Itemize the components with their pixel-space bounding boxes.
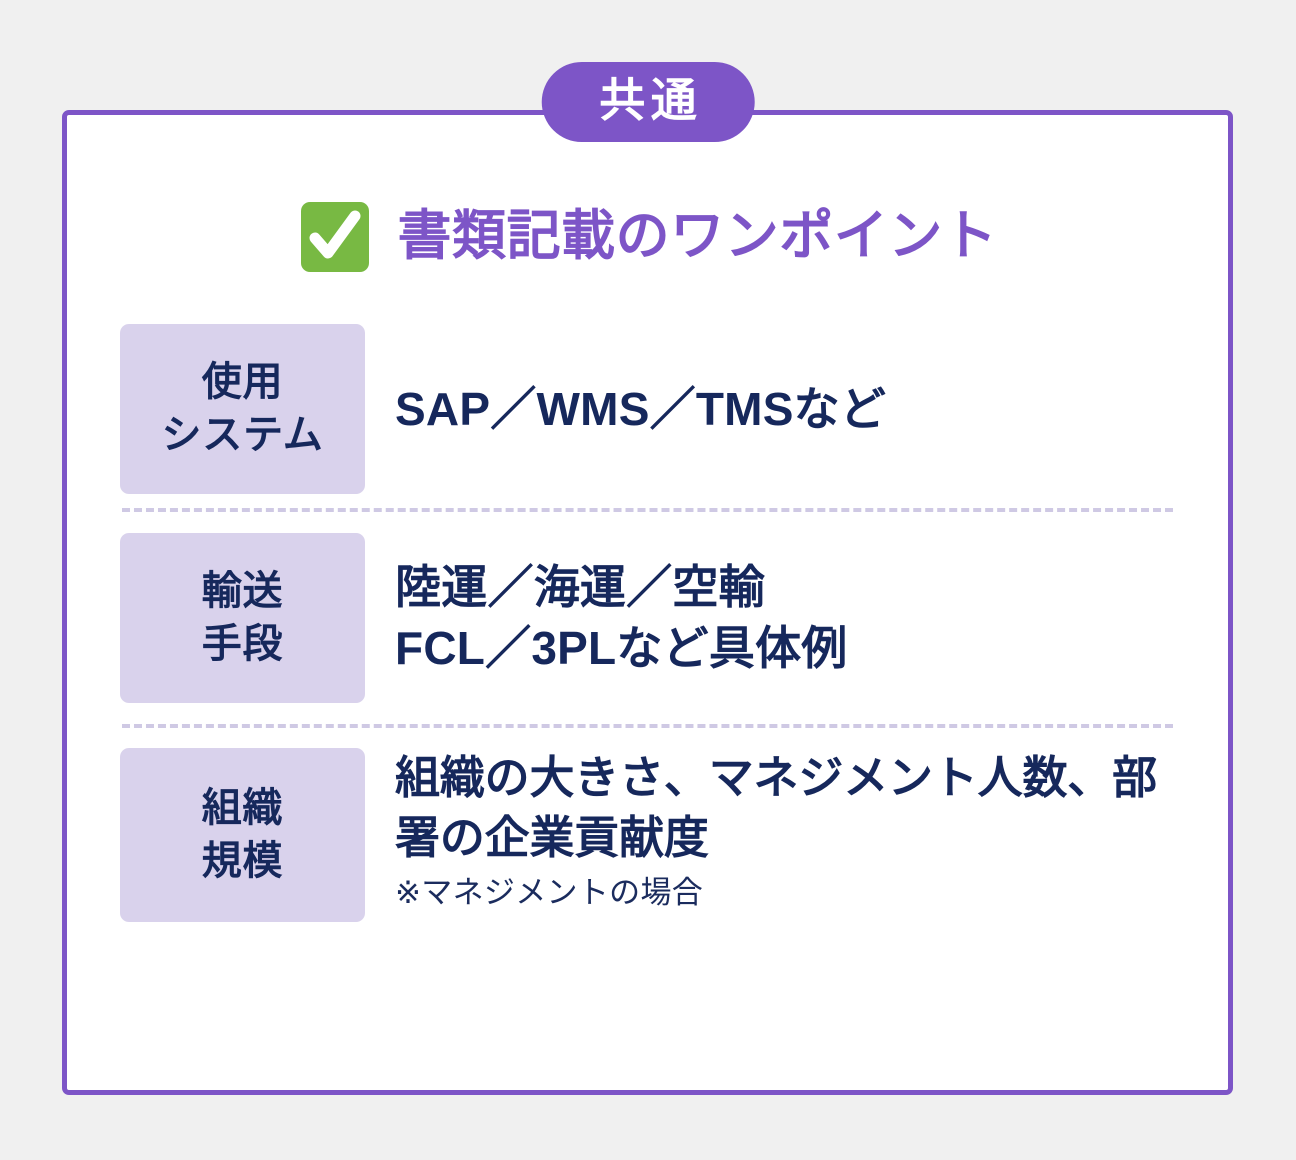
row-divider	[122, 508, 1173, 512]
row-content-line-1: 組織の大きさ、マネジメント人数、部署の企業貢献度	[395, 752, 1157, 864]
row-label-organization: 組織 規模	[120, 748, 365, 922]
table-row: 輸送 手段 陸運／海運／空輸 FCL／3PLなど具体例	[67, 512, 1228, 724]
row-content-line-1: SAP／WMS／TMSなど	[395, 382, 887, 435]
page-title: 書類記載のワンポイント	[397, 206, 998, 267]
row-content-system: SAP／WMS／TMSなど	[365, 379, 1180, 440]
row-label-line-2: 手段	[201, 622, 284, 666]
table-row: 組織 規模 組織の大きさ、マネジメント人数、部署の企業貢献度 ※マネジメントの場…	[67, 728, 1228, 963]
row-content-organization: 組織の大きさ、マネジメント人数、部署の企業貢献度 ※マネジメントの場合	[365, 748, 1180, 913]
common-info-card: 書類記載のワンポイント 使用 システム SAP／WMS／TMSなど 輸送 手段	[62, 110, 1233, 1095]
row-label-system: 使用 システム	[120, 324, 365, 494]
row-label-line-1: 使用	[201, 360, 284, 405]
white-heavy-check-mark-icon	[298, 197, 372, 277]
row-content-transport: 陸運／海運／空輸 FCL／3PLなど具体例	[365, 557, 1180, 678]
row-label-transport: 輸送 手段	[120, 533, 365, 703]
row-content-line-1: 陸運／海運／空輸	[395, 561, 765, 614]
row-footnote: ※マネジメントの場合	[395, 874, 704, 910]
table-row: 使用 システム SAP／WMS／TMSなど	[67, 310, 1228, 508]
row-label-line-1: 輸送	[201, 569, 284, 614]
row-label-line-1: 組織	[201, 786, 284, 831]
row-label-line-2: 規模	[201, 839, 284, 883]
row-label-line-2: システム	[161, 413, 324, 457]
card-heading: 書類記載のワンポイント	[67, 197, 1228, 277]
status-badge: 共通	[541, 62, 755, 143]
info-row-list: 使用 システム SAP／WMS／TMSなど 輸送 手段 陸運／海運／空輸 FCL…	[67, 310, 1228, 963]
row-divider	[122, 724, 1173, 728]
row-content-line-2: FCL／3PLなど具体例	[395, 622, 848, 674]
